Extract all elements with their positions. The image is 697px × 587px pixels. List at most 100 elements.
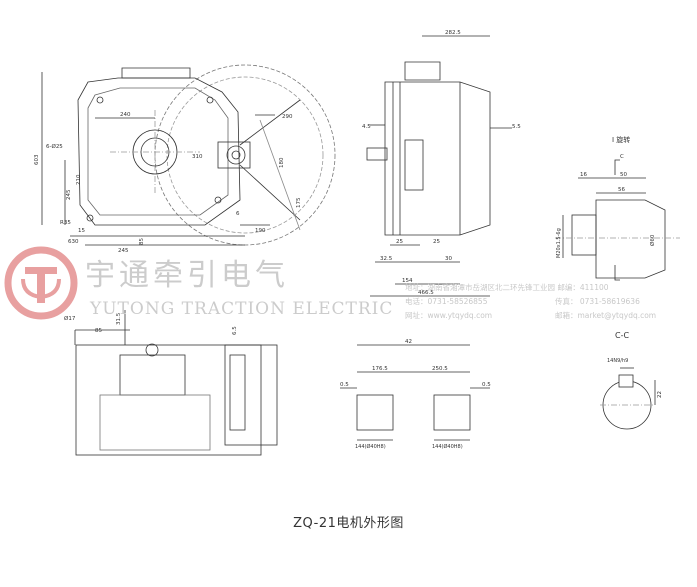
dim-label: 25: [396, 239, 403, 245]
dim-label: 180: [279, 157, 285, 168]
shaft-body: [571, 214, 597, 256]
key-slot: [618, 374, 634, 388]
side-view-labels: 282.5 5.5 4.5 25 25 32.5 30 154 466.5: [362, 30, 521, 296]
dim-label: 42: [405, 339, 412, 345]
arm-line-1: [239, 164, 301, 221]
dim-label: 190: [255, 228, 266, 234]
arm-line-2: [239, 99, 301, 146]
shaft-view: [555, 159, 680, 281]
dim-label: 175: [296, 197, 302, 208]
shaft-view-title: I 旋转: [612, 135, 630, 144]
top-view-right-block: [224, 344, 278, 446]
shaft-bracket-top: [614, 159, 620, 175]
bolt-label: 6-Ø25: [46, 143, 63, 150]
dim-label: 85: [139, 238, 145, 245]
dim-label: 5.5: [512, 124, 521, 130]
dim-label: 85: [95, 328, 102, 334]
bolt-hole: [86, 214, 94, 222]
dim-label: 144(Ø40H8): [432, 443, 463, 450]
dim-label: 50: [620, 172, 627, 178]
section-view: [600, 367, 656, 430]
top-view: [74, 310, 278, 456]
dim-label: 25: [433, 239, 440, 245]
bushing-view-labels: 42 176.5 250.5 0.5 0.5 144(Ø40H8) 144(Ø4…: [340, 339, 491, 450]
dim-label: 282.5: [445, 30, 461, 36]
company-logo: [4, 246, 78, 320]
side-view-top-block: [404, 61, 441, 81]
dim-label: 4.5: [362, 124, 371, 130]
dim-label: 0.5: [340, 382, 349, 388]
shaft-end-inner: [231, 150, 241, 160]
bushing-right: [433, 394, 471, 431]
housing-outline: [77, 77, 241, 226]
side-view-inner-box: [404, 139, 424, 191]
watermark-email: 邮箱：market@ytqydq.com: [555, 310, 656, 320]
dim-label: 56: [618, 187, 625, 193]
front-view: [41, 64, 336, 246]
front-view-labels: 603 240 290 310 245 180 175 190 210 630 …: [34, 112, 302, 254]
dim-label: 15: [78, 228, 85, 234]
shaft-end: [226, 145, 246, 165]
dim-label: 240: [120, 112, 131, 118]
watermark-fax: 传真： 0731-58619636: [555, 296, 640, 306]
bolt-hole: [214, 196, 222, 204]
dim-label: Ø60: [649, 234, 656, 246]
top-view-plate: [229, 354, 246, 431]
section-view-labels: C-C 14N9/h9 22: [607, 331, 663, 398]
bolt-hole: [206, 96, 214, 104]
dim-label: 245: [118, 248, 129, 254]
dim-label: R35: [60, 220, 71, 226]
watermark-address: 地址：湖南省湘潭市岳湖区北二环先锋工业园 邮编：411100: [405, 282, 609, 292]
side-view-body: [384, 81, 491, 236]
dim-label: Ø17: [64, 315, 76, 322]
dim-label: 6: [236, 211, 240, 217]
watermark-cn-name: 宇通牵引电气: [85, 258, 289, 293]
dim-label: 310: [192, 154, 203, 160]
dim-label: 603: [34, 154, 40, 165]
dim-label: 250.5: [432, 366, 448, 372]
top-view-labels: Ø17 31.5 85 6.5: [64, 312, 238, 335]
dim-label: 245: [66, 189, 72, 200]
watermark-phone: 电话：0731-58526855: [405, 296, 488, 306]
dim-label: 0.5: [482, 382, 491, 388]
section-title: C-C: [615, 331, 629, 340]
dim-label: 154: [402, 278, 413, 284]
shaft-taper: [595, 199, 666, 279]
watermark: 宇通牵引电气 YUTONG TRACTION ELECTRIC 地址：湖南省湘潭…: [4, 246, 656, 320]
bushing-view: [340, 344, 490, 441]
dim-label: 16: [580, 172, 587, 178]
dim-label: 32.5: [380, 256, 393, 262]
top-view-body: [75, 344, 262, 456]
dim-label: 22: [657, 391, 663, 398]
bushing-left: [356, 394, 394, 431]
bolt-hole: [96, 96, 104, 104]
dim-label: 210: [76, 174, 82, 185]
side-view-shaft: [366, 147, 388, 161]
housing-top-block: [121, 67, 191, 79]
side-view: [366, 35, 512, 297]
section-mark: C: [620, 154, 624, 160]
arm-line-3: [259, 119, 301, 231]
shaft-housing: [217, 141, 251, 169]
dim-label: 30: [445, 256, 452, 262]
housing-inner-outline: [87, 87, 229, 216]
top-view-inner: [99, 394, 211, 451]
dim-label: 290: [282, 114, 293, 120]
top-view-window: [119, 354, 186, 396]
dim-label: M20x1.5-6g: [556, 228, 562, 258]
dim-label: 6.5: [232, 326, 238, 335]
watermark-en-name: YUTONG TRACTION ELECTRIC: [89, 299, 393, 319]
figure-caption: ZQ-21电机外形图: [293, 516, 404, 531]
dim-label: 144(Ø40H8): [355, 443, 386, 450]
dim-label: 14N9/h9: [607, 358, 628, 364]
shaft-view-labels: I 旋转 C 16 50 56 M20x1.5-6g Ø60: [556, 135, 656, 258]
watermark-website: 网址：www.ytqydq.com: [405, 310, 492, 320]
swing-circle-inner: [166, 76, 324, 234]
shaft-bracket-bottom: [614, 265, 620, 281]
dim-label: 31.5: [116, 312, 122, 325]
dim-label: 466.5: [418, 290, 434, 296]
dim-label: 630: [68, 239, 79, 245]
top-view-port: [145, 343, 159, 357]
